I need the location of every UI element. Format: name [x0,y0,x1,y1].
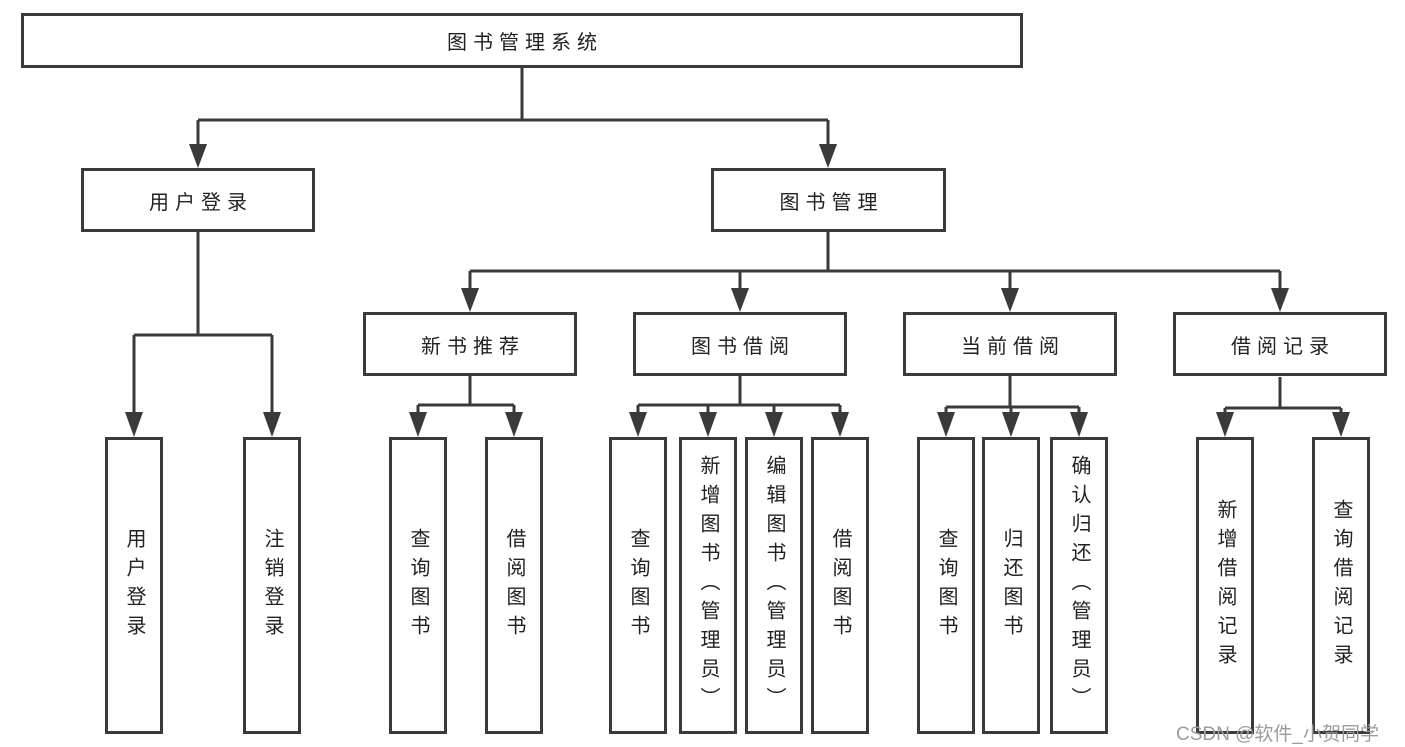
node-current-borrowing: 当前借阅 [903,312,1117,376]
node-borrowing-records-label: 借阅记录 [1231,335,1335,358]
arrowhead [1271,288,1289,312]
arrowhead [1002,412,1020,437]
arrowhead [189,144,207,168]
node-root-library-management-system: 图书管理系统 [21,13,1023,68]
connector-root-to-level2 [189,68,837,168]
arrowhead [819,144,837,168]
connector-book-borrowing-branch [629,376,849,437]
arrowhead [125,412,143,437]
node-current-borrowing-label: 当前借阅 [961,335,1065,358]
leaf-add-book-admin: 新增图书（管理员） [679,437,737,734]
arrowhead [409,412,427,437]
connector-new-book-branch [409,376,523,437]
arrowhead [505,412,523,437]
leaf-query-books-current: 查询图书 [917,437,975,734]
node-new-book-recommendation-label: 新书推荐 [421,335,525,358]
arrowhead [461,288,479,312]
connector-book-management-branch [461,232,1289,312]
leaf-query-books-recommend: 查询图书 [389,437,447,734]
node-book-borrowing-label: 图书借阅 [691,335,795,358]
arrowhead [629,412,647,437]
leaf-query-books-borrowing: 查询图书 [609,437,667,734]
connector-user-login-branch [125,232,281,437]
arrowhead [765,412,783,437]
leaf-return-books: 归还图书 [982,437,1040,734]
arrowhead [731,288,749,312]
node-book-borrowing: 图书借阅 [633,312,847,376]
connector-borrowing-records-branch [1216,377,1350,437]
node-user-login: 用户登录 [81,168,315,232]
leaf-edit-book-admin: 编辑图书（管理员） [745,437,803,734]
arrowhead [1332,412,1350,437]
node-new-book-recommendation: 新书推荐 [363,312,577,376]
arrowhead [831,412,849,437]
leaf-add-borrowing-record: 新增借阅记录 [1196,437,1254,734]
connector-current-borrowing-branch [937,376,1088,437]
node-book-management: 图书管理 [711,168,946,232]
arrowhead [1001,288,1019,312]
node-user-login-label: 用户登录 [149,191,253,214]
leaf-borrow-books-borrowing: 借阅图书 [811,437,869,734]
arrowhead [263,412,281,437]
node-borrowing-records: 借阅记录 [1173,312,1387,376]
leaf-query-borrowing-record: 查询借阅记录 [1312,437,1370,734]
csdn-watermark: CSDN @软件_小贺同学 [1176,724,1379,745]
leaf-user-login: 用户登录 [105,437,163,734]
leaf-borrow-books-recommend: 借阅图书 [485,437,543,734]
node-book-management-label: 图书管理 [779,191,884,214]
arrowhead [1216,412,1234,437]
leaf-logout: 注销登录 [243,437,301,734]
arrowhead [1070,412,1088,437]
leaf-confirm-return-admin: 确认归还（管理员） [1050,437,1108,734]
arrowhead [937,412,955,437]
node-root-label: 图书管理系统 [447,32,603,54]
arrowhead [699,412,717,437]
